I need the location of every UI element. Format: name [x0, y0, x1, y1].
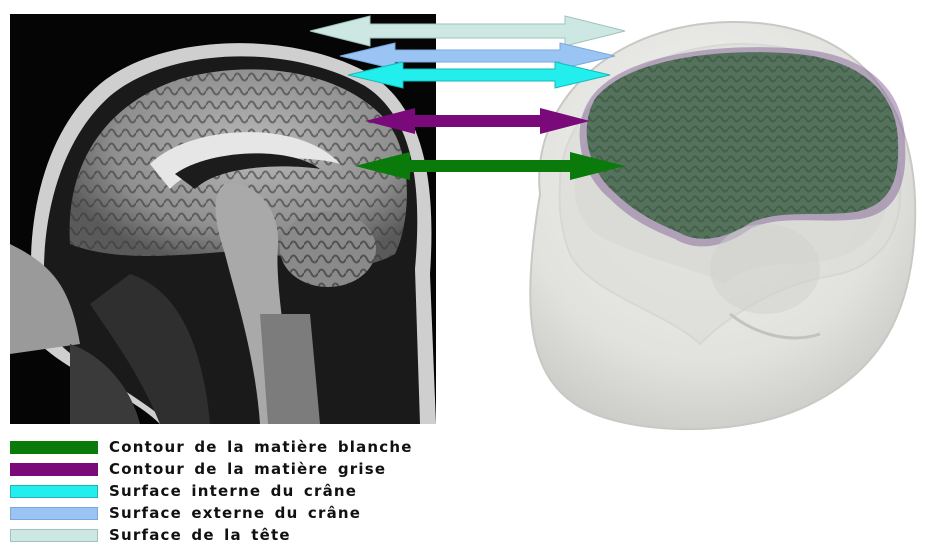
legend-swatch-grey-matter: [10, 463, 98, 476]
mri-sagittal-slice: [10, 14, 436, 424]
legend-swatch-inner-skull: [10, 485, 98, 498]
legend-item: Surface externe du crâne: [10, 502, 480, 524]
legend-swatch-outer-skull: [10, 507, 98, 520]
legend-item: Contour de la matière grise: [10, 458, 480, 480]
legend: Contour de la matière blanche Contour de…: [10, 436, 480, 546]
legend-label: Contour de la matière blanche: [109, 438, 413, 456]
legend-label: Surface de la tête: [109, 526, 291, 544]
legend-label: Surface interne du crâne: [109, 482, 357, 500]
legend-item: Surface interne du crâne: [10, 480, 480, 502]
legend-item: Contour de la matière blanche: [10, 436, 480, 458]
cerebellum-shadow: [710, 224, 820, 314]
legend-label: Contour de la matière grise: [109, 460, 386, 478]
legend-item: Surface de la tête: [10, 524, 480, 546]
legend-label: Surface externe du crâne: [109, 504, 361, 522]
spinal-cord: [260, 314, 320, 424]
legend-swatch-white-matter: [10, 441, 98, 454]
head-model-3d: [500, 14, 925, 444]
legend-swatch-head-surface: [10, 529, 98, 542]
